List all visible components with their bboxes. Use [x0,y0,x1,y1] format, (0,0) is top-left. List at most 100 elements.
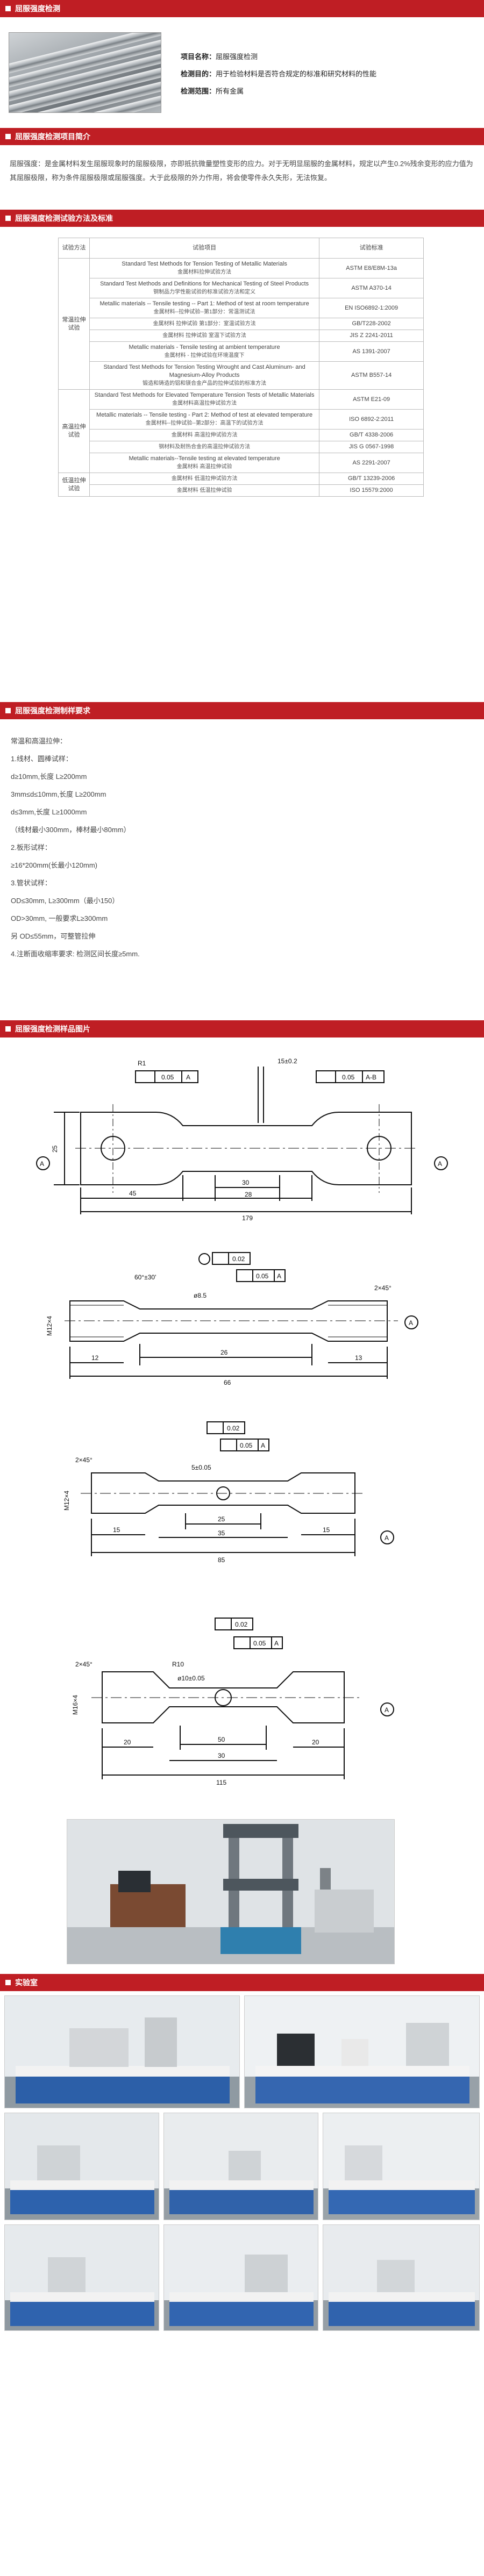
label-d5: 5±0.05 [191,1464,211,1471]
item-cell: 金属材料 拉伸试验 第1部分：室温试验方法 [89,318,320,330]
label-total: 66 [224,1379,231,1386]
label-tol2: 0.05 [240,1442,253,1449]
section-header-intro: 屈服强度检测项目简介 [0,128,484,145]
square-bullet-icon [5,1026,11,1032]
section-header-methods: 屈服强度检测试验方法及标准 [0,210,484,227]
item-name-en: Metallic materials--Tensile testing at e… [129,455,280,462]
item-name-zh: 金属材料--拉伸试验--第1部分：常温测试法 [153,309,255,315]
item-name-en: Metallic materials -- Tensile testing - … [96,412,313,418]
item-name-en: Metallic materials - Tensile testing at … [129,344,280,350]
item-name-en: Standard Test Methods and Definitions fo… [100,281,309,287]
item-cell: 金属材料 低温拉伸试验方法 [89,473,320,485]
item-cell: Metallic materials -- Tensile testing --… [89,298,320,318]
lab-photo-8 [323,2224,480,2331]
requirement-line: 1.线材、圆棒试样： [11,755,73,763]
item-name-zh: 钢制品力学性能试验的标准试验方法和定义 [153,289,256,295]
label-13: 13 [355,1354,362,1362]
section-title: 屈服强度检测制样要求 [15,706,90,715]
square-bullet-icon [5,6,11,11]
label-total: 179 [242,1214,253,1222]
label-chamfer: 2×45° [75,1661,92,1668]
requirement-line: d≥10mm,长度 L≥200mm [11,772,87,781]
item-name-zh: 金属材料--拉伸试验--第2部分：高温下的试验方法 [145,420,264,426]
item-name-zh: 金属材料拉伸试验方法 [177,269,232,275]
square-bullet-icon [5,1980,11,1985]
label-15-left: 15 [113,1526,120,1534]
section-title: 屈服强度检测试验方法及标准 [15,214,113,223]
item-cell: Standard Test Methods for Elevated Tempe… [89,389,320,410]
item-name-zh: 锻造和铸造的铝和镁合金产品的拉伸试验的标准方法 [143,381,267,387]
item-cell: Standard Test Methods for Tension Testin… [89,361,320,390]
standard-cell: AS 2291-2007 [319,453,424,473]
item-cell: Metallic materials--Tensile testing at e… [89,453,320,473]
item-cell: 金属材料 拉伸试验 室温下试验方法 [89,330,320,342]
table-row: Metallic materials - Tensile testing at … [59,341,424,362]
label-28: 28 [245,1191,252,1198]
label-50: 50 [218,1736,225,1743]
requirement-line: 常温和高温拉伸： [11,737,67,745]
requirement-line: d≤3mm,长度 L≥1000mm [11,808,87,816]
testing-machine-photo [67,1819,395,1964]
item-cell: Standard Test Methods and Definitions fo… [89,278,320,298]
section-title: 屈服强度检测样品图片 [15,1025,90,1033]
label-tol2: 0.05 [253,1640,266,1647]
label-tol-a: 0.02 [232,1255,245,1263]
standard-cell: GB/T228-2002 [319,318,424,330]
item-name-zh: 金属材料 低温拉伸试验方法 [171,476,238,482]
item-name-zh: 金属材料 高温拉伸试验 [176,464,232,470]
lab-photo-7 [163,2224,318,2331]
standard-cell: ASTM E21-09 [319,389,424,410]
item-name-en: Standard Test Methods for Elevated Tempe… [94,392,315,398]
method-category-cell: 常温拉伸试验 [58,258,90,390]
header-item: 试验项目 [89,238,320,259]
label-total: 85 [218,1556,225,1564]
label-20-right: 20 [312,1738,319,1746]
lab-photo-2 [244,1995,480,2108]
label-tol2: 0.05 [342,1074,355,1081]
standard-cell: ASTM E8/E8M-13a [319,258,424,278]
intro-paragraph: 屈服强度：是金属材料发生屈服现象时的屈服极限，亦即抵抗微量塑性变形的应力。对于无… [10,160,473,182]
standard-cell: ISO 15579:2000 [319,484,424,497]
project-scope-row: 检测范围：所有金属 [181,87,244,95]
lab-photo-4 [163,2113,318,2220]
header-standard: 试验标准 [319,238,424,259]
requirement-line: 2.板形试样： [11,843,52,851]
requirement-line: OD≤30mm, L≥300mm（最小150） [11,897,119,905]
item-name-zh: 金属材料 - 拉伸试验在环境温度下 [164,353,245,359]
label-r10: R10 [172,1661,184,1668]
table-row: Metallic materials -- Tensile testing - … [59,409,424,430]
standard-cell: ASTM B557-14 [319,361,424,390]
requirement-line: 3.管状试样： [11,879,52,887]
sample-drawings: R1 15±0.2 0.05 0.05 A A-B 30 45 28 179 2… [0,1037,484,1974]
requirement-line: 另 OD≤55mm，可整管拉伸 [11,932,96,940]
label-dia: ø8.5 [194,1292,207,1299]
label-a-left: A [40,1160,44,1168]
header-method: 试验方法 [58,238,90,259]
label-thread: M12×4 [46,1316,53,1336]
standard-cell: EN ISO6892-1:2009 [319,298,424,318]
table-row: Metallic materials--Tensile testing at e… [59,453,424,473]
standard-cell: GB/T 13239-2006 [319,473,424,485]
label-width: 15±0.2 [277,1057,297,1065]
project-info: 项目名称：屈服强度检测 检测目的：用于检验材料是否符合规定的标准和研究材料的性能… [0,17,484,128]
item-name-en: Standard Test Methods for Tension Testin… [103,364,305,378]
standard-cell: AS 1391-2007 [319,341,424,362]
item-name-zh: 金属材料 拉伸试验 室温下试验方法 [162,333,246,339]
item-cell: 金属材料 高温拉伸试验方法 [89,429,320,441]
item-name-zh: 金属材料高温拉伸试验方法 [172,400,237,406]
label-12: 12 [91,1354,99,1362]
label-ref: A [261,1442,265,1449]
item-cell: Standard Test Methods for Tension Testin… [89,258,320,278]
label-tol: 0.02 [227,1425,240,1432]
label-chamfer: 2×45° [374,1284,392,1292]
item-name-zh: 金属材料 拉伸试验 第1部分：室温试验方法 [153,321,256,327]
table-row: 钢材料及耐热合金的高温拉伸试验方法 JIS G 0567-1998 [59,441,424,453]
item-name-zh: 钢材料及耐热合金的高温拉伸试验方法 [159,444,251,450]
standard-cell: JIS G 0567-1998 [319,441,424,453]
